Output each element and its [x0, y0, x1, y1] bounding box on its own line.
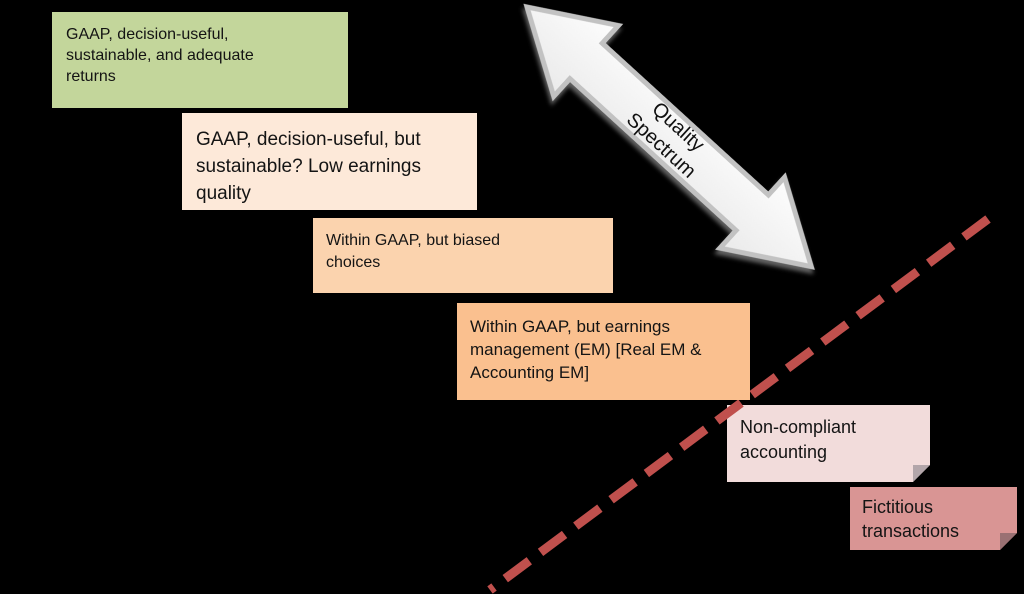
step-box-fictitious-transactions: Fictitious transactions [850, 487, 1017, 550]
step-label: Non-compliant accounting [740, 417, 857, 462]
folded-corner-icon [1000, 533, 1017, 550]
step-box-biased-choices: Within GAAP, but biased choices [313, 218, 613, 293]
step-label: Within GAAP, but earnings management (EM… [470, 317, 702, 382]
step-box-non-compliant-accounting: Non-compliant accounting [727, 405, 930, 482]
step-label: GAAP, decision-useful, but sustainable? … [196, 129, 421, 204]
step-box-low-earnings-quality: GAAP, decision-useful, but sustainable? … [182, 113, 477, 210]
folded-corner-icon [913, 465, 930, 482]
step-label: GAAP, decision-useful, sustainable, and … [66, 26, 254, 85]
step-box-gaap-sustainable: GAAP, decision-useful, sustainable, and … [52, 12, 348, 108]
step-label: Within GAAP, but biased choices [326, 232, 501, 271]
step-box-earnings-management: Within GAAP, but earnings management (EM… [457, 303, 750, 400]
step-label: Fictitious transactions [862, 497, 960, 541]
